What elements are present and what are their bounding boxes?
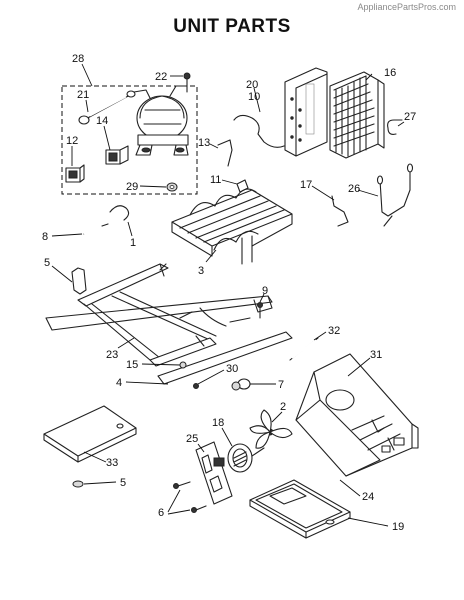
base-frame-23 <box>45 263 293 385</box>
tube-10 <box>233 114 285 148</box>
pad-33 <box>43 405 137 463</box>
tube-26 <box>376 163 414 227</box>
callout-27: 27 <box>404 111 416 123</box>
callout-4: 4 <box>116 377 122 389</box>
callout-9: 9 <box>262 285 268 297</box>
housing-31 <box>295 353 419 477</box>
callout-14: 14 <box>96 115 108 127</box>
callout-21: 21 <box>77 89 89 101</box>
clip-1 <box>109 205 130 221</box>
callout-32: 32 <box>328 325 340 337</box>
callout-31: 31 <box>370 349 382 361</box>
callout-24: 24 <box>362 491 374 503</box>
callout-23: 23 <box>106 349 118 361</box>
callout-13: 13 <box>198 137 210 149</box>
grommet-29 <box>166 182 178 192</box>
callout-28: 28 <box>72 53 84 65</box>
bracket-27 <box>387 119 403 135</box>
relay-14 <box>105 145 129 165</box>
drain-pan-19 <box>249 479 351 539</box>
relay-tube-21 <box>78 90 136 125</box>
wire-rack-3 <box>171 188 293 265</box>
callout-29: 29 <box>126 181 138 193</box>
screw-30 <box>193 383 199 389</box>
screw-15 <box>179 361 187 369</box>
tube-13 <box>217 139 233 167</box>
condenser-16 <box>329 71 385 159</box>
callout-16: 16 <box>384 67 396 79</box>
callout-20: 20 <box>246 79 258 91</box>
callout-11: 11 <box>210 174 221 186</box>
callout-8: 8 <box>42 231 48 243</box>
screws-6 <box>173 481 207 513</box>
plug-12 <box>65 164 85 183</box>
leader-lines <box>51 63 405 527</box>
callout-10: 10 <box>248 91 260 103</box>
callout-33: 33 <box>106 457 118 469</box>
watermark: AppliancePartsPros.com <box>357 2 456 12</box>
compressor-group-box <box>61 85 198 195</box>
screw-22 <box>183 72 191 93</box>
callout-17: 17 <box>300 179 312 191</box>
fan-blade-2 <box>249 409 293 449</box>
callout-6: 6 <box>158 507 164 519</box>
fan-bracket-25 <box>195 441 233 505</box>
callout-25: 25 <box>186 433 198 445</box>
screw-9 <box>257 302 263 319</box>
diagram-title: UNIT PARTS <box>173 16 291 37</box>
callout-30: 30 <box>226 363 238 375</box>
grommet-5 <box>72 480 84 488</box>
callout-22: 22 <box>155 71 167 83</box>
fan-motor-18 <box>227 443 265 473</box>
callout-19: 19 <box>392 521 404 533</box>
callout-12: 12 <box>66 135 78 147</box>
callout-15: 15 <box>126 359 138 371</box>
compressor <box>133 85 189 156</box>
drier-8 <box>83 223 109 236</box>
condenser-shroud-20 <box>284 67 328 157</box>
callout-3: 3 <box>198 265 204 277</box>
callout-2: 2 <box>280 401 286 413</box>
callout-1: 1 <box>130 237 136 249</box>
tube-32 <box>289 337 319 361</box>
callout-labels: 28 22 21 14 12 29 1 20 10 16 27 13 11 17… <box>42 53 416 533</box>
tube-17 <box>331 195 349 227</box>
callout-5-lower: 5 <box>120 477 126 489</box>
callout-26: 26 <box>348 183 360 195</box>
callout-5-upper: 5 <box>44 257 50 269</box>
callout-18: 18 <box>212 417 224 429</box>
callout-7: 7 <box>278 379 284 391</box>
fitting-7 <box>231 378 251 391</box>
